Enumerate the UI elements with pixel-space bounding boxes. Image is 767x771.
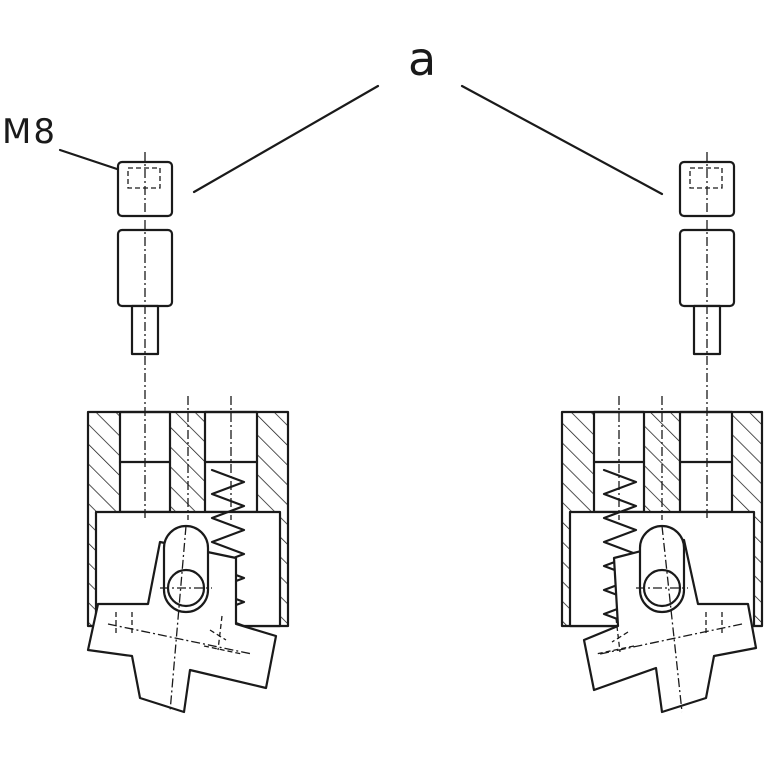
right-assembly	[560, 152, 764, 714]
leader-a-right	[460, 84, 664, 196]
leader-a-left	[192, 84, 380, 194]
right-cap-socket-hidden	[689, 167, 723, 189]
right-lever	[582, 538, 758, 714]
left-cap-socket-hidden	[127, 167, 161, 189]
label-a: a	[408, 32, 437, 86]
left-lever	[86, 540, 278, 714]
label-m8: M8	[2, 112, 57, 152]
left-spring	[210, 468, 246, 628]
left-assembly	[86, 152, 290, 714]
leader-m8	[58, 148, 128, 174]
